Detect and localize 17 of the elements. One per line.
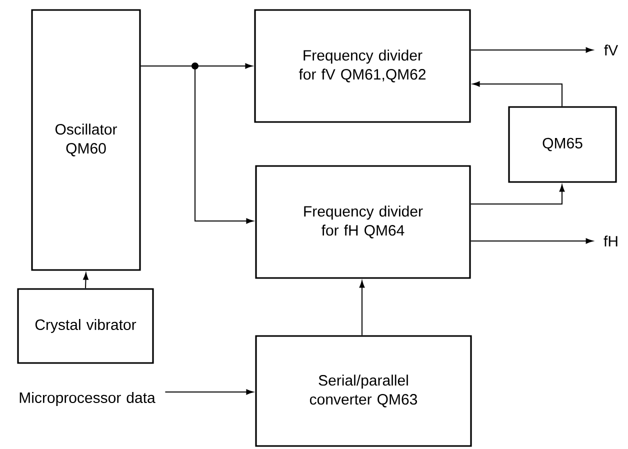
arrow (472, 81, 562, 107)
arrow (140, 62, 254, 224)
arrow (359, 280, 365, 336)
signal-label: Microprocessor data (20, 392, 156, 406)
arrow (470, 184, 565, 204)
block-box: Serial/parallel converter QM63 (255, 335, 472, 447)
arrow (470, 238, 593, 244)
signal-label: fV (604, 44, 618, 56)
block-box: Oscillator QM60 (31, 9, 141, 271)
block-box: QM65 (508, 106, 617, 183)
arrow (83, 272, 88, 289)
block-box: Crystal vibrator (17, 288, 154, 364)
arrow (470, 47, 593, 53)
arrow (164, 389, 254, 395)
block-box: Frequency divider for fH QM64 (255, 165, 471, 279)
block-box: Frequency divider for fV QM61,QM62 (254, 9, 471, 123)
signal-label: fH (604, 236, 618, 246)
